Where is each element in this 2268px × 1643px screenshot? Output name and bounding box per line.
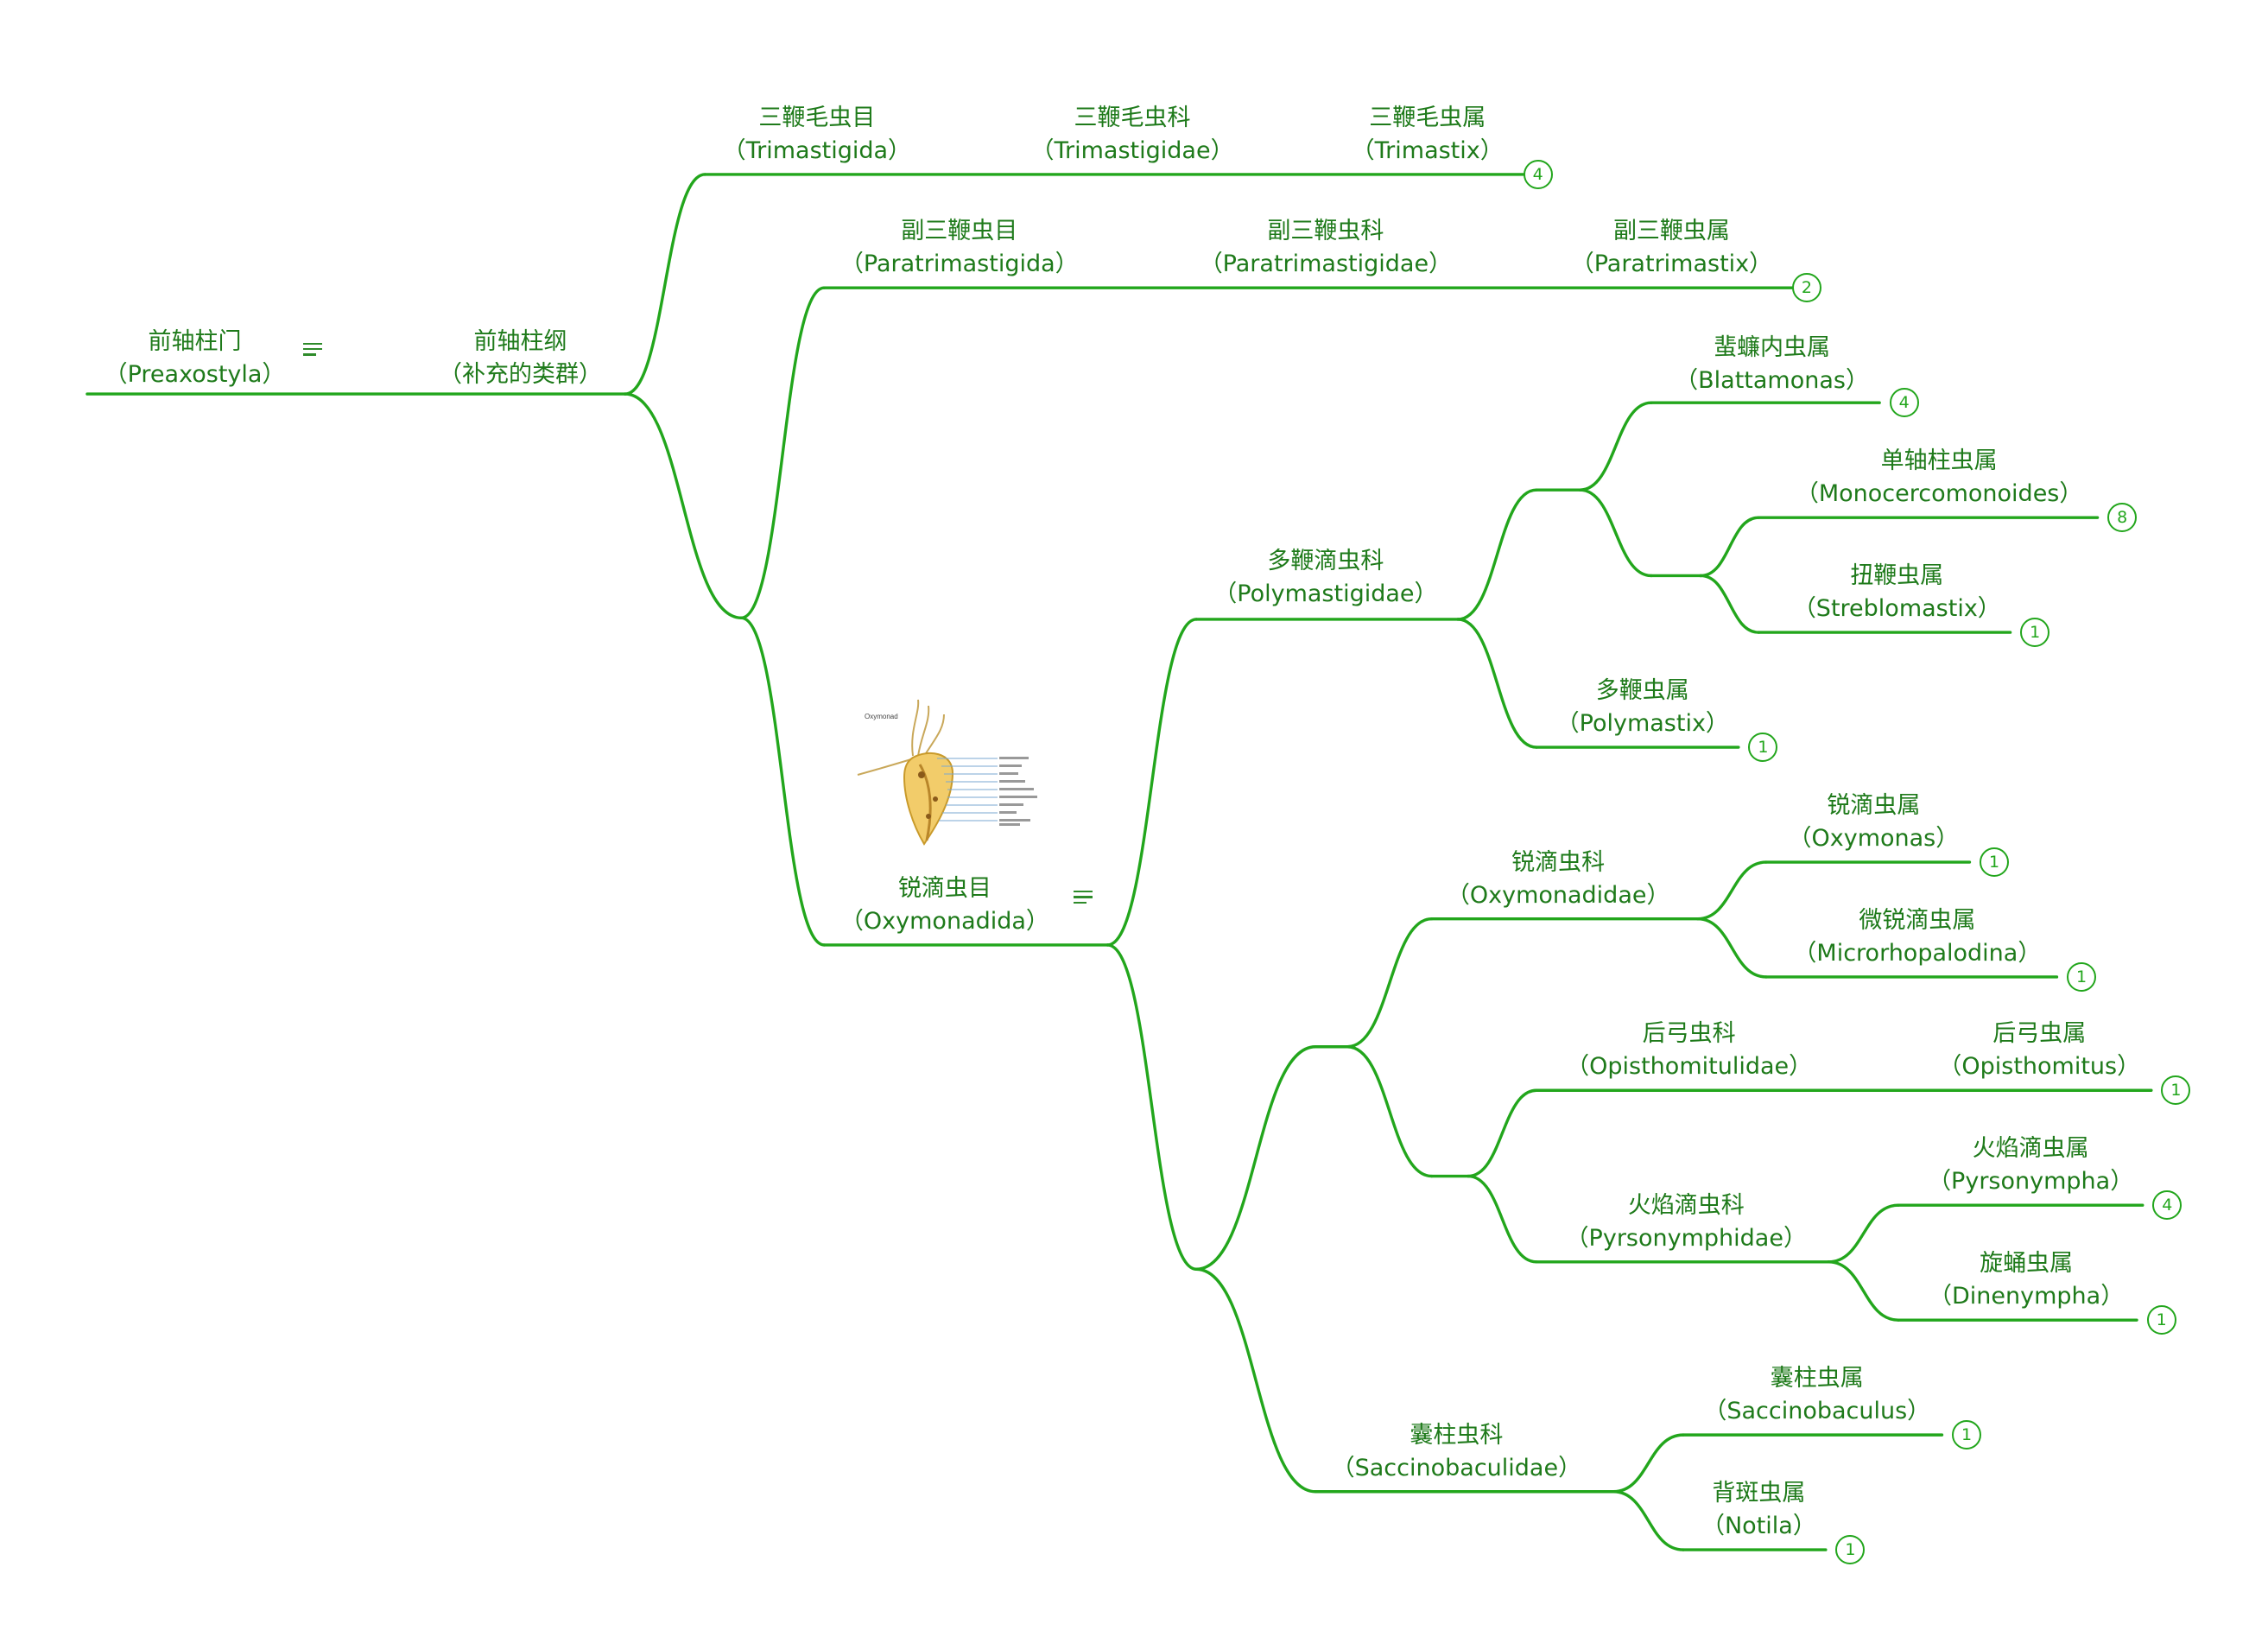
edge-blat — [1578, 401, 1653, 492]
edge-lower-par — [739, 286, 826, 619]
edge-poly-lo — [1578, 488, 1653, 578]
edge-class-lower — [623, 392, 744, 619]
edge-oxyF — [1346, 917, 1434, 1049]
edge-low-mid — [1194, 1045, 1317, 1271]
edge-dinG — [1827, 1260, 1900, 1322]
edge-str — [1699, 574, 1761, 634]
edge-notG — [1612, 1490, 1685, 1551]
edge-oxy-low — [1105, 943, 1198, 1271]
edge-pyrF — [1467, 1174, 1538, 1264]
edge-polyG — [1456, 618, 1538, 749]
edge-class-trio — [623, 173, 706, 396]
edge-oxy-poly — [1105, 618, 1198, 947]
edge-mono — [1699, 516, 1761, 578]
edge-oxyG — [1696, 860, 1768, 921]
edge-poly-mid — [1456, 488, 1538, 621]
edge-opiF — [1467, 1088, 1538, 1178]
edge-sacF — [1194, 1267, 1317, 1494]
oxymonad-cell-image: Oxymonad — [857, 699, 1037, 846]
edge-lo2 — [1346, 1045, 1434, 1178]
image-caption: Oxymonad — [865, 713, 898, 720]
edge-sacG — [1612, 1433, 1685, 1494]
edge-lower-oxy — [739, 616, 826, 947]
edge-micG — [1696, 917, 1768, 979]
oxymonad-illustration[interactable]: Oxymonad — [851, 695, 1045, 855]
edge-pyrG — [1827, 1203, 1900, 1264]
